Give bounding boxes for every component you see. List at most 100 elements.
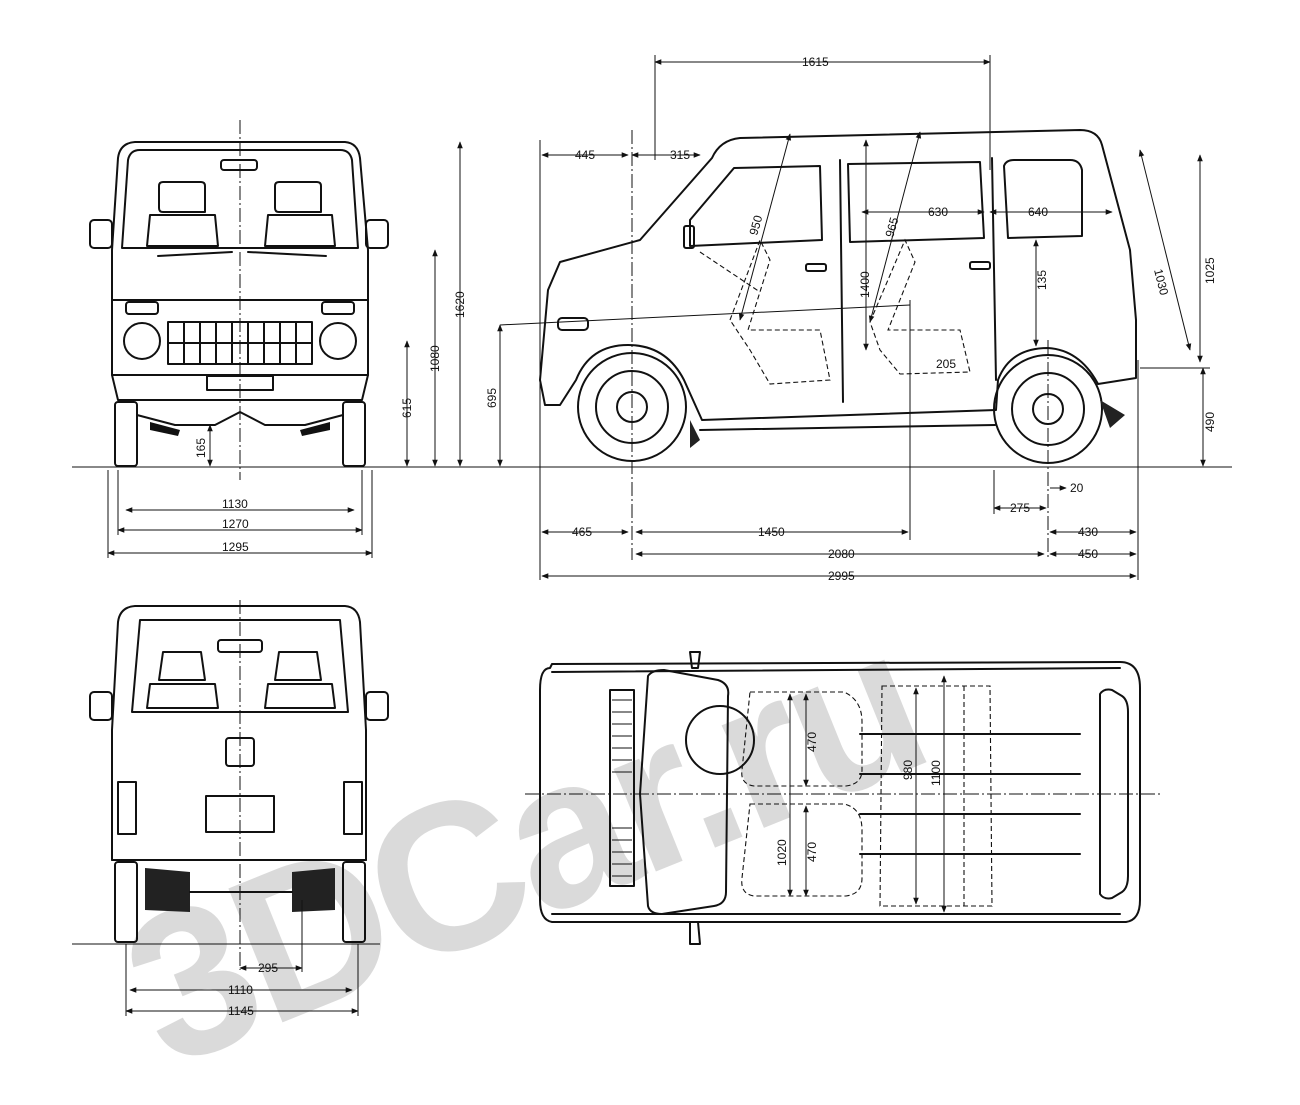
side-seat-front [729,238,831,385]
dim-clearance: 165 [194,438,208,458]
dim-490: 490 [1203,412,1217,432]
rear-view: 295 1110 1145 [72,600,389,1018]
dim-1100: 1100 [929,760,943,786]
dim-950: 950 [746,213,765,236]
side-window-middle [847,161,985,243]
top-steering-wheel [685,705,755,775]
dim-20: 20 [1070,481,1084,495]
dim-695: 695 [485,388,499,408]
top-seat-front-right [741,803,863,897]
dim-450: 450 [1078,547,1098,561]
headlight-left [123,322,161,360]
top-rear-bench [879,685,993,907]
dim-470a: 470 [805,732,819,752]
rear-handle [225,737,255,767]
grille-slats [167,321,313,365]
dim-1020: 1020 [775,839,789,866]
front-seat-right [264,214,336,247]
front-body-upper [111,141,369,301]
dim-1450: 1450 [758,525,785,539]
dim-1030-line [1138,149,1192,351]
top-windshield [639,669,730,915]
rear-seat-left [146,683,219,709]
rear-light-right [343,781,363,835]
dim-205: 205 [936,357,956,371]
front-wheel-left [114,401,138,467]
dim-295: 295 [258,961,278,975]
dim-430: 430 [1078,525,1098,539]
side-door-line [839,159,844,403]
wiper-right [247,251,327,257]
rear-door-handle [969,261,991,270]
mirror-left [89,219,113,249]
top-body-outline [539,661,1141,923]
dim-640: 640 [1028,205,1048,219]
side-floor-line [699,424,996,431]
dim-135: 135 [1035,270,1049,290]
dim-2995: 2995 [828,569,855,583]
side-mirror [683,225,695,249]
top-hood-vent [609,689,635,887]
rear-seat-right [264,683,336,709]
front-suspension [136,411,344,426]
rear-wheel-right [342,861,366,943]
rear-plate [205,795,275,833]
rear-window [131,619,349,713]
dim-965-line [868,131,922,323]
dim-1025: 1025 [1203,257,1217,284]
front-windshield [121,149,359,249]
top-seat-front-left [741,691,863,787]
top-floor-ribs [859,733,1081,855]
front-plate [206,375,274,391]
top-view: 470 470 1020 980 1100 [525,651,1160,945]
rear-mirror-right [365,691,389,721]
dim-1400: 1400 [858,271,872,298]
rear-seat-right-headrest [274,651,322,681]
headlight-right [319,322,357,360]
dim-track: 1130 [222,497,248,511]
front-wheel-right [342,401,366,467]
top-rear-window [1099,688,1129,900]
side-window-front [689,165,823,247]
side-underbody-parts [690,400,1125,448]
dim-315: 315 [670,148,690,162]
dim-1110: 1110 [228,983,253,997]
dim-1615: 1615 [802,55,829,69]
dim-overall-width: 1295 [222,540,249,554]
front-seat-right-headrest [274,181,322,213]
rear-seat-left-headrest [158,651,206,681]
watermark: 3DCar.ru [96,583,951,1105]
front-seat-left [146,214,219,247]
rear-wheel-left [114,861,138,943]
rear-mirror-left [89,691,113,721]
side-window-rear [1003,159,1083,239]
rear-suspension [145,868,335,912]
dim-1145: 1145 [228,1004,254,1018]
wiper-left [157,251,233,257]
watermark-text: 3DCar.ru [96,583,951,1100]
dim-950-line [738,133,792,321]
front-view: 1620 1080 615 165 1130 1270 1295 [72,120,1232,558]
front-seat-left-headrest [158,181,206,213]
mirror-right [365,219,389,249]
side-seat-rear [869,238,971,375]
side-front-light [557,317,589,331]
dim-465: 465 [572,525,592,539]
steering-column [699,251,761,293]
dim-height-total: 1620 [453,291,467,318]
dim-height-mirror: 1080 [428,345,442,372]
rear-light-left [117,781,137,835]
dim-980: 980 [901,760,915,780]
dim-445: 445 [575,148,595,162]
front-door-handle [805,263,827,272]
top-mirror-right [689,921,701,945]
rear-mirror [217,639,263,653]
indicator-right [321,301,355,315]
indicator-left [125,301,159,315]
dim-body-width: 1270 [222,517,249,531]
dim-275: 275 [1010,501,1030,515]
side-rear-door-line [991,157,997,381]
dim-630: 630 [928,205,948,219]
